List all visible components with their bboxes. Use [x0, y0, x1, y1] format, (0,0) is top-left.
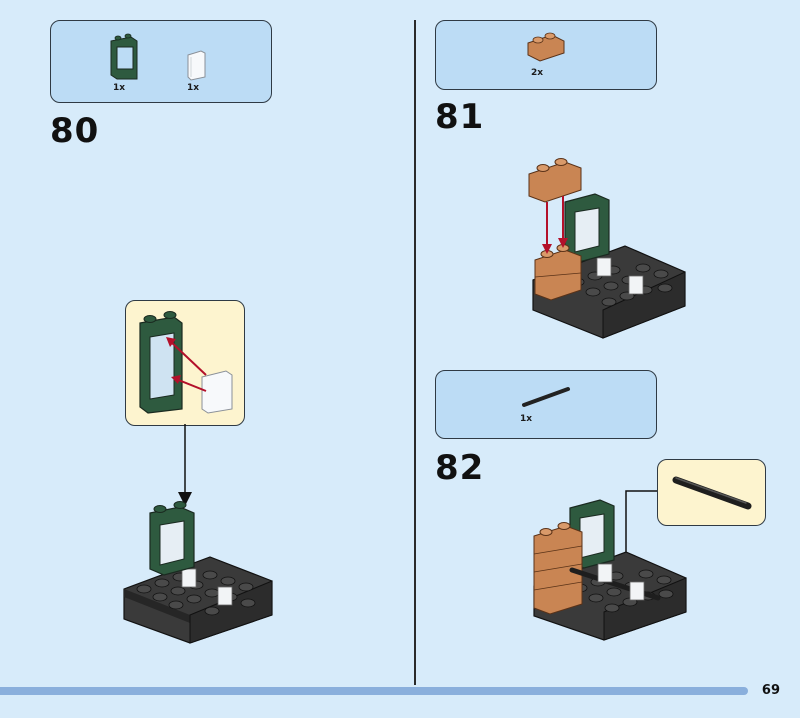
step-82-part-1-qty: 1x: [520, 414, 533, 424]
step-80-part-1-qty: 1x: [113, 83, 126, 93]
step-82-model-illustration: [533, 499, 687, 641]
step-80-callout-illustration: [139, 311, 233, 414]
step-80-parts-box: 1x 1x: [50, 20, 272, 103]
column-divider: [414, 20, 416, 685]
step-80-model-illustration: [123, 501, 273, 644]
step-81-model-illustration: [528, 158, 686, 339]
black-bar-icon: [522, 387, 570, 407]
step-82-callout: [657, 459, 766, 526]
green-window-frame-icon: [110, 33, 138, 80]
transparent-glass-pane-icon: [187, 50, 206, 81]
tan-brick-1x2-icon: [527, 32, 565, 62]
page-progress-bar: [0, 687, 748, 695]
step-81-number: 81: [435, 97, 485, 137]
step-81-part-1-qty: 2x: [531, 68, 544, 78]
step-80-placement-arrow: [178, 424, 192, 506]
step-81-parts-box: 2x: [435, 20, 657, 90]
step-82-parts-box: 1x: [435, 370, 657, 439]
step-80-number: 80: [50, 111, 100, 151]
step-80-callout: [125, 300, 245, 426]
step-82-callout-bar-illustration: [672, 476, 752, 510]
step-82-number: 82: [435, 448, 485, 488]
step-80-part-2-qty: 1x: [187, 83, 200, 93]
page-number: 69: [761, 683, 780, 698]
